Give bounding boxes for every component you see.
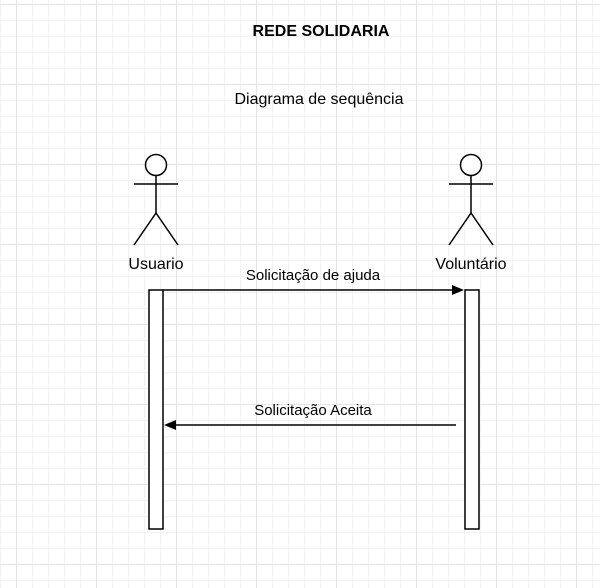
actor-usuario-label: Usuario [128,256,184,273]
message-label-request: Solicitação de ajuda [245,267,381,284]
lifeline-voluntario-activation [464,289,480,530]
diagram-title: REDE SOLIDARIA [252,23,390,40]
actor-voluntario-figure [448,153,494,246]
message-arrow-accepted [164,420,456,430]
message-label-accepted: Solicitação Aceita [254,402,372,419]
message-arrow-request [163,285,464,295]
lifeline-usuario-activation [148,289,164,530]
actor-voluntario-label: Voluntário [435,256,507,273]
actor-usuario-figure [133,153,179,246]
diagram-subtitle: Diagrama de sequência [234,91,404,108]
